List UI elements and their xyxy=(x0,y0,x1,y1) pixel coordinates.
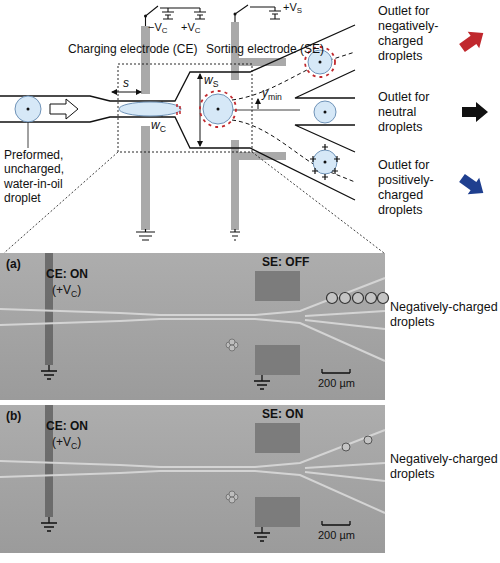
annotation-label: Charging electrode (CE) xyxy=(68,42,197,56)
subscript: S xyxy=(297,6,302,15)
droplet-center xyxy=(27,108,30,111)
zoom-box xyxy=(118,64,252,152)
text-run: ) xyxy=(77,283,81,297)
panel-label: (a) xyxy=(6,257,21,271)
flow-arrow xyxy=(50,99,78,119)
text-run: (+V xyxy=(52,283,71,297)
panel-label: CE: ON xyxy=(46,267,88,281)
text-run: 200 µm xyxy=(318,377,355,389)
droplet-center xyxy=(217,108,220,111)
panel-label: (b) xyxy=(6,409,21,423)
text-run: +V xyxy=(181,21,195,33)
text-run: Outlet for negatively-charged droplets xyxy=(378,4,438,63)
text-run: Preformed, uncharged, water-in-oil dropl… xyxy=(4,148,64,205)
text-run: Charging electrode (CE) xyxy=(68,42,197,56)
dimension-arrow xyxy=(112,92,141,93)
text-run: SE: ON xyxy=(262,407,303,421)
text-run: ) xyxy=(77,435,81,449)
outlet-arrow xyxy=(456,25,489,56)
annotation-label: Outlet for negatively-charged droplets xyxy=(378,4,460,64)
micrograph-panel: (a) CE: ON (+VC) SE: OFF 200 µm xyxy=(0,253,385,400)
droplet xyxy=(119,102,181,116)
text-run: Sorting electrode (SE) xyxy=(206,42,324,56)
annotation-label: wC xyxy=(151,118,166,134)
droplet xyxy=(203,94,233,124)
annotation-label: Negatively-charged droplets xyxy=(390,452,498,482)
text-run: w xyxy=(204,73,213,87)
outlet-arrow xyxy=(456,170,489,201)
panel-label: (+VC) xyxy=(52,435,81,451)
text-run: Negatively-charged droplets xyxy=(390,300,498,329)
charge-marks xyxy=(177,104,180,115)
text-run: CE: ON xyxy=(46,267,88,281)
leader-line xyxy=(28,122,29,148)
annotation-label: +VS xyxy=(283,1,302,16)
panel-label: SE: OFF xyxy=(262,255,309,269)
ground-symbol xyxy=(136,229,155,240)
subscript: S xyxy=(213,79,219,89)
droplet-center xyxy=(319,61,322,64)
annotation-label: Outlet for positively-charged droplets xyxy=(378,158,460,218)
panel-label: CE: ON xyxy=(46,419,88,433)
text-run: (b) xyxy=(6,409,21,423)
panel-label: 200 µm xyxy=(318,377,355,390)
subscript: C xyxy=(162,26,168,35)
annotation-label: +VC xyxy=(181,21,200,36)
annotation-label: Preformed, uncharged, water-in-oil dropl… xyxy=(4,148,99,206)
subscript: C xyxy=(71,441,77,451)
annotation-label: wS xyxy=(204,73,218,89)
text-run: +V xyxy=(283,1,297,13)
ground-symbol xyxy=(230,229,240,240)
text-run: CE: ON xyxy=(46,419,88,433)
dimension-arrow xyxy=(162,102,163,116)
droplet xyxy=(15,96,41,122)
text-run: Outlet for neutral droplets xyxy=(378,90,429,134)
text-run: (+V xyxy=(52,435,71,449)
charge-marks xyxy=(200,91,236,127)
text-run: −V xyxy=(148,21,162,33)
micrograph-panel: (b) CE: ON (+VC) SE: ON 200 µm xyxy=(0,405,385,553)
switch-battery xyxy=(235,5,281,22)
subscript: C xyxy=(195,26,201,35)
droplet xyxy=(313,150,337,174)
text-run: Negatively-charged droplets xyxy=(390,452,498,481)
droplet-center xyxy=(324,161,327,164)
text-run: 200 µm xyxy=(318,529,355,541)
text-run: SE: OFF xyxy=(262,255,309,269)
annotation-label: Sorting electrode (SE) xyxy=(206,42,324,56)
droplet xyxy=(314,101,336,123)
text-run: (a) xyxy=(6,257,21,271)
text-run: Outlet for positively-charged droplets xyxy=(378,158,434,217)
droplet-trajectory xyxy=(232,52,355,182)
panel-label: (+VC) xyxy=(52,283,81,299)
annotation-label: Negatively-charged droplets xyxy=(390,300,498,330)
sorting-electrode xyxy=(239,58,286,66)
subscript: min xyxy=(268,92,282,102)
outlet-arrow xyxy=(462,102,488,122)
droplet-center xyxy=(324,111,327,114)
annotation-label: Outlet for neutral droplets xyxy=(378,90,460,135)
text-run: y xyxy=(262,86,268,100)
annotation-label: s xyxy=(123,76,129,90)
annotation-label: −VC xyxy=(148,21,167,36)
center-line xyxy=(233,110,300,111)
switch-pivot xyxy=(234,13,237,16)
panel-label: 200 µm xyxy=(318,529,355,542)
panel-label: SE: ON xyxy=(262,407,303,421)
charging-electrode xyxy=(141,126,150,230)
switch-pivot xyxy=(144,15,147,18)
charging-electrode xyxy=(141,26,150,94)
sorting-electrode xyxy=(231,140,239,230)
charge-marks xyxy=(310,144,340,180)
text-run: s xyxy=(123,76,129,90)
subscript: C xyxy=(160,124,166,134)
dimension-arrow xyxy=(258,99,259,109)
annotation-label: ymin xyxy=(262,86,282,102)
dimension-arrow xyxy=(200,74,201,146)
sorting-electrode xyxy=(239,152,286,160)
subscript: C xyxy=(71,289,77,299)
text-run: w xyxy=(151,118,160,132)
